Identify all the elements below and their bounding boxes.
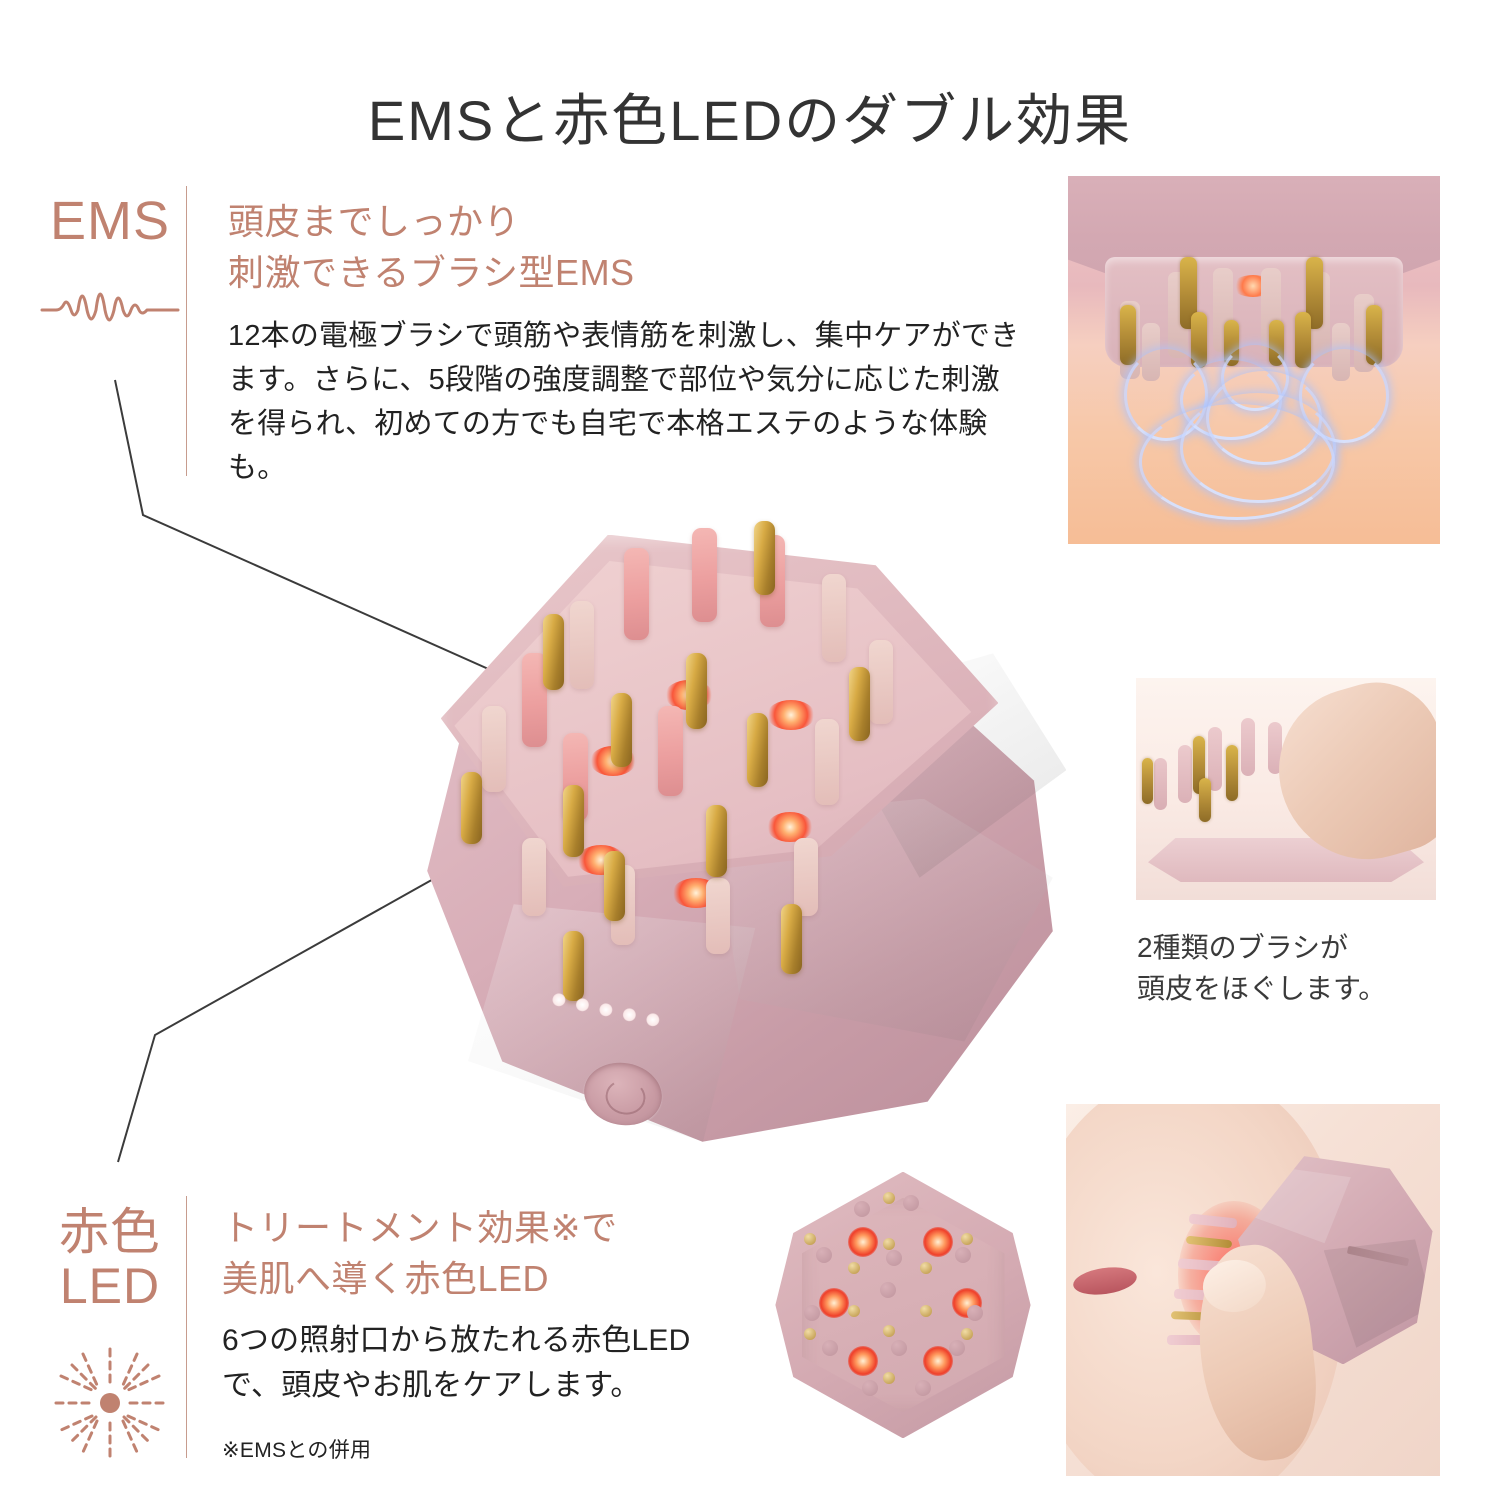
brush-pin	[706, 877, 730, 954]
brush-pin	[869, 640, 894, 725]
brush-nub	[879, 1281, 896, 1298]
electrode-dot	[961, 1328, 973, 1341]
divider-ems	[186, 186, 187, 476]
electrode-dot	[804, 1328, 817, 1341]
brush-pin	[1178, 744, 1192, 803]
led-text-block: トリートメント効果※で 美肌へ導く赤色LED 6つの照射口から放たれる赤色LED…	[222, 1202, 742, 1464]
brush-nub	[816, 1247, 832, 1263]
electrode-pin	[1190, 312, 1207, 369]
electrode-dot	[882, 1325, 895, 1338]
sunburst-icon	[35, 1343, 185, 1463]
brush-pin	[522, 838, 547, 917]
brush-nub	[885, 1249, 902, 1266]
ems-body: 12本の電極ブラシで頭筋や表情筋を刺激し、集中ケアができます。さらに、5段階の強…	[228, 320, 1020, 485]
electrode-pin	[685, 653, 707, 730]
electrode-pin	[542, 613, 564, 690]
led-footnote: ※EMSとの併用	[222, 1439, 372, 1463]
electrode-pin	[1294, 312, 1311, 369]
photo-ems-electrodes	[1068, 176, 1440, 544]
electrode-dot	[920, 1261, 933, 1274]
brush-pin	[1154, 757, 1167, 810]
red-led	[767, 811, 814, 842]
brush-photo-caption: 2種類のブラシが 頭皮をほぐします。	[1137, 932, 1387, 1004]
brush-pin	[1166, 1334, 1217, 1345]
led-label-text-line2: LED	[59, 1258, 161, 1314]
led-label-block: 赤色 LED	[35, 1205, 185, 1463]
red-led	[847, 1345, 878, 1376]
led-label-text-line1: 赤色	[59, 1204, 161, 1260]
ems-text-block: 頭皮までしっかり 刺激できるブラシ型EMS 12本の電極ブラシで頭筋や表情筋を刺…	[228, 196, 1028, 491]
brush-pin	[481, 706, 506, 793]
brush-nub	[955, 1247, 972, 1263]
brush-pin	[692, 528, 718, 622]
brush-nub	[862, 1380, 879, 1397]
electrode-pin	[1179, 256, 1197, 329]
electrode-dot	[847, 1305, 860, 1317]
brush-nub	[966, 1305, 983, 1321]
electrode-dot	[882, 1238, 895, 1251]
indicator-light	[597, 1002, 614, 1018]
electrode-pin	[563, 785, 585, 858]
brush-pin	[1241, 717, 1255, 776]
electrode-pin	[1226, 744, 1238, 801]
electrode-pin	[753, 521, 775, 596]
electrode-pin	[706, 805, 727, 878]
electrode-pin	[780, 904, 802, 975]
electrode-pin	[1120, 304, 1137, 365]
brush-nub	[804, 1305, 821, 1321]
electrode-pin	[1142, 757, 1153, 804]
red-led	[818, 1287, 849, 1318]
brush-pin	[794, 838, 819, 917]
electrode-dot	[847, 1261, 860, 1274]
led-heading: トリートメント効果※で 美肌へ導く赤色LED	[222, 1207, 618, 1300]
brush-nub	[949, 1339, 966, 1356]
brush-nub	[903, 1194, 919, 1211]
brush-pin	[624, 547, 650, 640]
electrode-pin	[1365, 304, 1382, 365]
ems-current-arc	[1298, 348, 1389, 443]
electrode-pin	[1199, 777, 1211, 822]
brush-nub	[891, 1339, 908, 1356]
ems-current-arc	[1138, 404, 1335, 521]
electrode-dot	[882, 1191, 895, 1204]
indicator-light	[644, 1012, 661, 1028]
photo-face-usage	[1066, 1104, 1440, 1476]
brush-nub	[914, 1380, 931, 1397]
indicator-light	[550, 992, 567, 1009]
divider-led	[186, 1196, 187, 1458]
brush-pin	[814, 719, 839, 806]
electrode-dot	[882, 1371, 895, 1384]
brush-nub	[853, 1200, 870, 1217]
electrode-pin	[563, 930, 585, 1001]
electrode-dot	[920, 1305, 933, 1317]
red-led	[767, 699, 816, 730]
photo-brush-types	[1136, 678, 1436, 900]
waveform-icon	[35, 276, 185, 334]
electrode-pin	[848, 666, 870, 741]
red-led	[847, 1226, 878, 1257]
photo-led-head	[758, 1160, 1048, 1450]
led-body: 6つの照射口から放たれる赤色LEDで、頭皮やお肌をケアします。	[222, 1324, 691, 1403]
electrode-dot	[804, 1232, 817, 1245]
red-led	[923, 1345, 954, 1376]
red-led	[923, 1226, 954, 1257]
indicator-light	[621, 1007, 637, 1023]
electrode-pin	[610, 693, 632, 767]
indicator-light	[574, 997, 590, 1014]
brush-pin	[1208, 726, 1222, 791]
electrode-dot	[961, 1232, 973, 1245]
page-title: EMSと赤色LEDのダブル効果	[367, 89, 1133, 152]
brush-nub	[821, 1339, 838, 1356]
electrode-pin	[746, 712, 768, 787]
electrode-pin	[604, 851, 625, 922]
main-product-device	[400, 495, 1080, 1155]
electrode-pin	[1306, 256, 1324, 329]
electrode-pin	[461, 772, 483, 845]
ems-label-text: EMS	[49, 191, 171, 251]
brush-pin	[658, 706, 684, 797]
brush-pin	[821, 574, 846, 663]
brush-pin	[570, 600, 594, 689]
ems-label-block: EMS	[35, 192, 185, 334]
ems-heading: 頭皮までしっかり 刺激できるブラシ型EMS	[228, 201, 635, 294]
